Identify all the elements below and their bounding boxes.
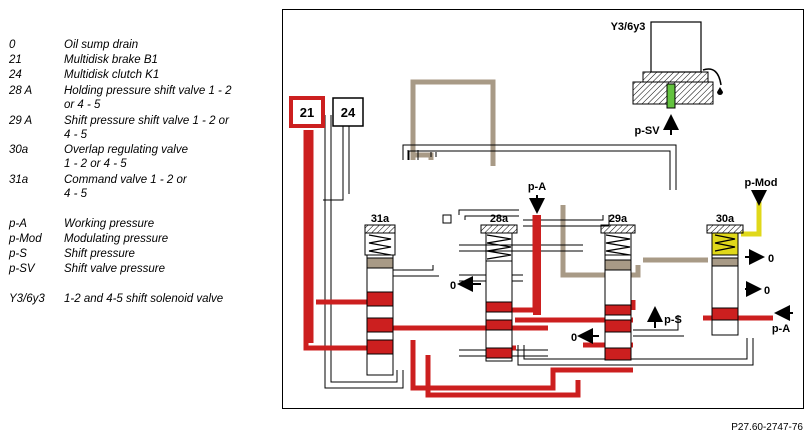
pa-top-indicator: p-A xyxy=(528,181,546,315)
valve-29a: 29a 0 p-S xyxy=(571,213,682,361)
legend-key: 21 xyxy=(9,54,22,66)
valve-31a-label: 31a xyxy=(371,213,390,225)
legend-desc: Shift pressure shift valve 1 - 2 or xyxy=(64,115,229,127)
hydraulic-diagram: 21 24 31a 28a xyxy=(282,9,804,409)
exhaust-lines xyxy=(410,79,708,278)
modulating-line xyxy=(741,202,762,237)
label-pa-top: p-A xyxy=(528,181,546,193)
legend-desc-cont: or 4 - 5 xyxy=(64,99,101,111)
figure-reference: P27.60-2747-76 xyxy=(731,422,803,433)
legend-key: p-S xyxy=(9,248,27,260)
zero-30a-top: 0 xyxy=(768,253,774,265)
zero-28a: 0 xyxy=(450,280,456,292)
box-21-label: 21 xyxy=(300,105,314,120)
legend-key: p-Mod xyxy=(9,233,42,245)
valve-28a-label: 28a xyxy=(490,213,509,225)
label-ps: p-S xyxy=(664,314,682,326)
legend-key: 0 xyxy=(9,39,16,51)
legend-key: p-A xyxy=(9,218,27,230)
hydraulic-schematic: 21 24 31a 28a xyxy=(289,21,793,398)
legend-desc: Multidisk brake B1 xyxy=(64,54,158,66)
legend-key: 31a xyxy=(9,174,29,186)
legend-desc-cont: 4 - 5 xyxy=(64,129,88,141)
solenoid-label: Y3/6y3 xyxy=(611,21,646,33)
label-pa-right: p-A xyxy=(772,323,790,335)
solenoid-valve: Y3/6y3 p-SV xyxy=(611,21,723,137)
legend-desc: Multidisk clutch K1 xyxy=(64,69,160,81)
label-psv: p-SV xyxy=(634,125,660,137)
legend-key: 28 A xyxy=(9,85,33,97)
valve-31a: 31a xyxy=(364,213,396,376)
zero-29a: 0 xyxy=(571,332,577,344)
legend-desc-cont: 4 - 5 xyxy=(64,188,88,200)
label-pmod: p-Mod xyxy=(745,177,778,189)
legend-desc: Shift valve pressure xyxy=(64,263,165,275)
white-channels xyxy=(323,115,754,389)
valve-30a: 30a 0 0 p-Mod p-A xyxy=(706,177,793,336)
legend-desc: Working pressure xyxy=(64,218,155,230)
legend-desc: 1-2 and 4-5 shift solenoid valve xyxy=(64,293,224,305)
outline-lines xyxy=(407,150,437,160)
legend: 0 Oil sump drain 21 Multidisk brake B1 2… xyxy=(0,0,270,310)
legend-key: 30a xyxy=(9,144,29,156)
valve-29a-label: 29a xyxy=(609,213,628,225)
legend-key: p-SV xyxy=(9,263,35,275)
box-24-label: 24 xyxy=(341,105,356,120)
legend-desc: Modulating pressure xyxy=(64,233,169,245)
box-24: 24 xyxy=(332,97,364,127)
valve-28a: 28a 0 xyxy=(442,213,518,362)
legend-desc: Overlap regulating valve xyxy=(64,144,189,156)
zero-30a-bottom: 0 xyxy=(764,285,770,297)
legend-desc: Command valve 1 - 2 or xyxy=(64,174,187,186)
legend-desc: Oil sump drain xyxy=(64,39,139,51)
legend-desc: Holding pressure shift valve 1 - 2 xyxy=(64,85,232,97)
legend-key: 29 A xyxy=(9,115,33,127)
legend-key: Y3/6y3 xyxy=(9,293,45,305)
box-21: 21 xyxy=(289,96,325,128)
legend-key: 24 xyxy=(9,69,22,81)
legend-desc-cont: 1 - 2 or 4 - 5 xyxy=(64,158,127,170)
valve-30a-label: 30a xyxy=(716,213,735,225)
legend-desc: Shift pressure xyxy=(64,248,135,260)
